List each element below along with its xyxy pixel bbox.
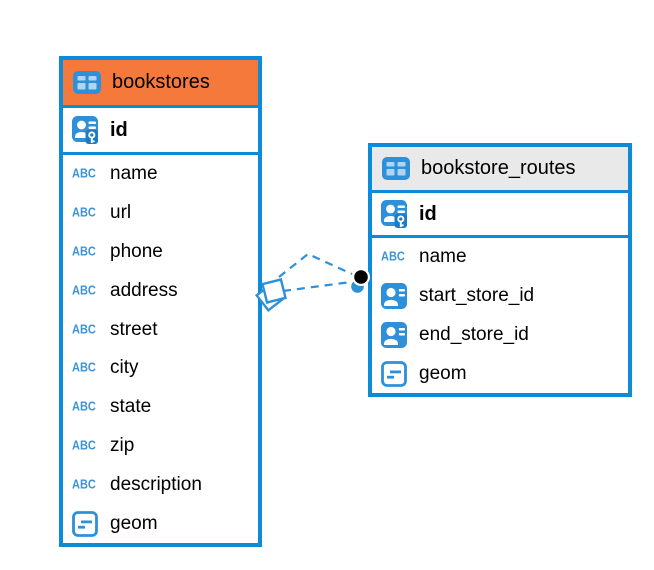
text-icon: ABC [381, 250, 405, 265]
column-name: name [419, 246, 467, 268]
column-name: zip [110, 434, 135, 456]
text-icon: ABC [72, 322, 96, 337]
column-row-start_store_id: start_store_id [372, 276, 628, 316]
column-row-end_store_id: end_store_id [372, 315, 628, 355]
column-name: start_store_id [419, 285, 535, 307]
column-row-url: ABC url [63, 193, 258, 233]
column-row-address: ABC address [63, 271, 258, 311]
column-name: end_store_id [419, 323, 529, 345]
column-row-name: ABC name [372, 238, 628, 277]
column-name: geom [419, 362, 467, 384]
text-icon: ABC [72, 206, 96, 221]
column-name: name [110, 163, 158, 185]
text-icon: ABC [72, 245, 96, 259]
column-row-id: id [372, 193, 628, 238]
text-icon: ABC [72, 477, 96, 492]
text-icon: ABC [72, 361, 96, 376]
text-icon: ABC [72, 167, 96, 182]
column-row-street: ABC street [63, 310, 258, 349]
column-name: id [419, 202, 437, 225]
table-title: bookstores [112, 71, 210, 93]
column-name: geom [110, 512, 158, 534]
text-icon: ABC [72, 283, 96, 298]
table-icon [382, 157, 412, 180]
column-name: address [110, 279, 178, 301]
table-bookstores-header[interactable]: bookstores [63, 60, 258, 108]
text-icon: ABC [72, 439, 96, 453]
table-icon [73, 71, 103, 94]
column-name: description [110, 473, 202, 495]
column-name: street [110, 318, 158, 340]
column-row-description: ABC description [63, 465, 258, 505]
column-row-city: ABC city [63, 348, 258, 388]
column-name: url [110, 202, 132, 224]
geometry-icon [72, 510, 102, 537]
column-name: state [110, 396, 152, 418]
column-name: id [110, 118, 128, 141]
column-name: phone [110, 240, 163, 262]
table-bookstore-routes-header[interactable]: bookstore_routes [372, 147, 628, 193]
column-row-geom: geom [63, 504, 258, 543]
column-row-name: ABC name [63, 155, 258, 194]
column-row-state: ABC state [63, 387, 258, 427]
primary-key-icon [381, 199, 411, 229]
geometry-icon [381, 360, 411, 387]
relationship-line-1 [278, 252, 353, 278]
column-row-phone: ABC phone [63, 232, 258, 272]
text-icon: ABC [72, 400, 96, 415]
column-row-zip: ABC zip [63, 426, 258, 466]
reference-icon [381, 283, 411, 310]
relationship-line-2 [282, 280, 352, 293]
table-title: bookstore_routes [421, 157, 576, 179]
column-row-id: id [63, 108, 258, 155]
reference-icon [381, 321, 411, 348]
primary-key-icon [72, 115, 102, 145]
column-row-geom: geom [372, 354, 628, 393]
column-name: city [110, 357, 139, 379]
